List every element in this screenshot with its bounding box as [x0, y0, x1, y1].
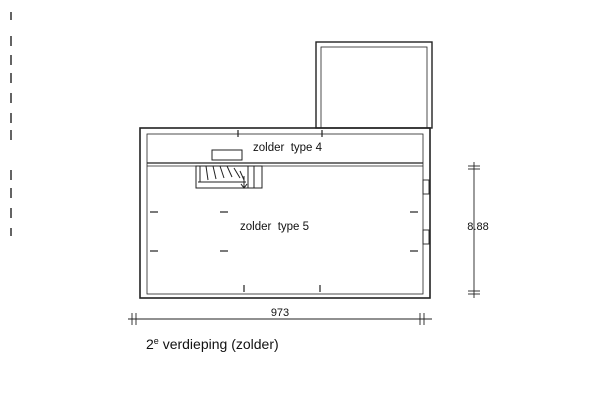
caption-floor-number: 2 — [146, 336, 154, 352]
outer-walls — [139, 127, 431, 299]
floor-caption: 2e verdieping (zolder) — [146, 336, 279, 352]
room-label-type5: zolder type 5 — [240, 221, 309, 233]
staircase — [195, 165, 263, 189]
window-marks — [422, 179, 430, 245]
wall-markers — [150, 130, 418, 292]
caption-superscript: e — [154, 336, 159, 346]
balcony-outline — [315, 41, 433, 129]
caption-text: verdieping (zolder) — [159, 336, 279, 352]
partition-wall — [147, 162, 423, 167]
width-dimension-label: 973 — [271, 307, 289, 319]
height-dimension-line — [468, 162, 480, 298]
width-dimension-line — [128, 313, 432, 325]
room-label-type4: zolder type 4 — [253, 142, 323, 154]
height-dimension-label: 8.88 — [467, 221, 488, 233]
hatch-opening — [211, 149, 243, 161]
